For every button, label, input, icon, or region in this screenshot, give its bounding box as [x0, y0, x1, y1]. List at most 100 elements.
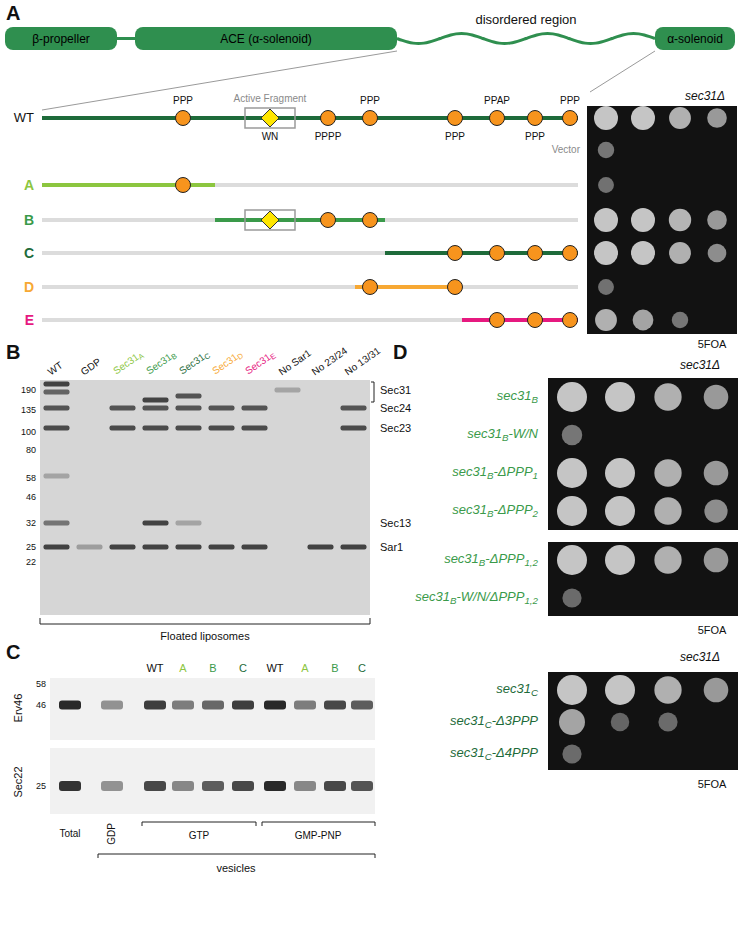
text-part: -W/N	[508, 426, 538, 441]
yeast-plate	[548, 378, 738, 530]
text-part: -Δ4PPP	[492, 745, 538, 760]
gel-image	[40, 380, 370, 615]
ppp-motif	[528, 313, 543, 328]
ppp-motif	[563, 111, 578, 126]
lane-label: Sec31C	[177, 348, 212, 378]
yeast-spot	[633, 310, 654, 331]
gel-band	[341, 426, 367, 431]
gel-band	[242, 545, 268, 550]
construct-backbone	[42, 285, 578, 289]
text-part: -ΔPPP	[493, 502, 532, 517]
yeast-spot	[631, 208, 655, 232]
lane-label: No 23/24	[309, 345, 349, 378]
plate-ground	[587, 106, 737, 334]
gel-band	[209, 545, 235, 550]
lane-bracket	[142, 822, 256, 826]
blot-band	[264, 781, 286, 791]
gel-band	[44, 521, 70, 526]
domain-label: α-solenoid	[667, 32, 723, 46]
construct-label: C	[24, 245, 34, 261]
gel-band	[308, 545, 334, 550]
blot-band	[294, 781, 316, 791]
domain-label: β-propeller	[32, 32, 90, 46]
yeast-spot	[594, 106, 618, 130]
blot-band	[294, 701, 316, 710]
strain-label: sec31B-ΔPPP1,2	[444, 552, 538, 568]
strain-label: sec31B	[497, 389, 538, 405]
gel-band	[143, 398, 169, 403]
gel-band	[110, 406, 136, 411]
yeast-spot	[654, 676, 681, 703]
panel-letter: B	[6, 341, 20, 364]
blot-image	[50, 678, 375, 740]
construct-label: E	[25, 312, 34, 328]
lane-label: WT	[45, 359, 64, 377]
construct-label: Vector	[552, 144, 580, 156]
lane-bracket	[98, 854, 375, 858]
strain-label: sec31C	[496, 682, 538, 698]
construct-backbone	[42, 218, 578, 222]
fragment-label: Active Fragment	[234, 93, 307, 105]
mw-marker: 46	[26, 492, 36, 502]
text-part: -Δ3PPP	[492, 713, 538, 728]
wn-diamond	[261, 211, 279, 229]
yeast-spot	[562, 425, 583, 446]
yeast-spot	[598, 279, 614, 295]
yeast-spot	[611, 713, 630, 732]
active-fragment-box	[245, 210, 295, 230]
ppp-motif	[363, 280, 378, 295]
lane-label: GDP	[106, 823, 118, 845]
text-part: 1	[533, 470, 538, 481]
yeast-spot	[669, 242, 691, 264]
text-part: Sec31	[144, 351, 174, 376]
strain-label: sec31Δ	[685, 90, 725, 104]
lane-label: C	[358, 662, 366, 675]
yeast-plate	[587, 106, 737, 334]
ppp-motif	[490, 246, 505, 261]
construct-segment	[215, 218, 385, 222]
text-part: C	[485, 719, 492, 730]
ppp-motif	[321, 111, 336, 126]
zoom-line	[590, 51, 655, 92]
condition-label: GMP-PNP	[295, 830, 342, 842]
yeast-spot	[669, 209, 691, 231]
blot-band	[202, 701, 224, 710]
text-part: sec31	[444, 551, 479, 566]
text-part: 1,2	[524, 595, 538, 606]
text-part: B	[479, 557, 486, 568]
gel-band	[44, 545, 70, 550]
ppp-motif	[490, 313, 505, 328]
gel-ground	[40, 380, 370, 615]
yeast-spot	[658, 712, 677, 731]
text-part: B	[531, 394, 538, 405]
yeast-spot	[708, 244, 727, 263]
gel-band	[110, 545, 136, 550]
text-part: -ΔPPP	[485, 551, 524, 566]
yeast-spot	[595, 309, 617, 331]
gel-band	[341, 406, 367, 411]
lane-label: C	[239, 662, 247, 675]
gel-band	[44, 390, 70, 395]
sequence-linker	[397, 34, 655, 44]
ppp-motif	[563, 313, 578, 328]
text-part: sec31	[496, 681, 531, 696]
construct-label: A	[24, 177, 34, 193]
blot-band	[351, 781, 373, 791]
text-part: sec31	[497, 388, 532, 403]
yeast-spot	[707, 108, 727, 128]
active-fragment-box	[245, 108, 295, 128]
blot-band	[59, 781, 81, 791]
lane-label: No 13/31	[342, 345, 382, 378]
plate-ground	[548, 542, 738, 616]
blot-band	[144, 781, 166, 791]
protein-label: Sec13	[380, 517, 411, 530]
strain-label: sec31Δ	[680, 359, 720, 373]
gel-band	[341, 545, 367, 550]
ppp-motif	[448, 111, 463, 126]
strain-label: sec31C-Δ3PPP	[450, 714, 538, 730]
construct-label: D	[24, 279, 34, 295]
blot-band	[232, 781, 254, 791]
yeast-spot	[704, 678, 729, 703]
